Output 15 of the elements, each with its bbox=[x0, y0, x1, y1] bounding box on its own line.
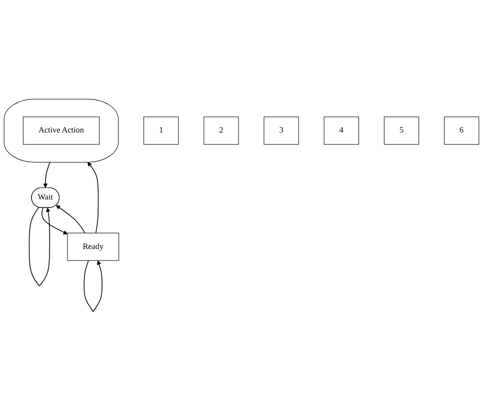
cluster bbox=[4, 98, 119, 162]
node-box: Ready bbox=[67, 232, 120, 260]
arrow bbox=[43, 162, 50, 188]
arrow bbox=[28, 206, 50, 286]
arrow bbox=[56, 204, 86, 234]
node-box: 5 bbox=[384, 116, 420, 144]
arrow bbox=[41, 207, 68, 234]
node-box: Active Action bbox=[22, 116, 100, 144]
arrow bbox=[84, 260, 102, 312]
node-box: 6 bbox=[444, 116, 480, 144]
node-box: 2 bbox=[204, 116, 239, 144]
node-box: 4 bbox=[324, 116, 359, 144]
arrow bbox=[87, 162, 99, 234]
node-box: 3 bbox=[264, 116, 299, 144]
node-box: 1 bbox=[144, 116, 179, 144]
